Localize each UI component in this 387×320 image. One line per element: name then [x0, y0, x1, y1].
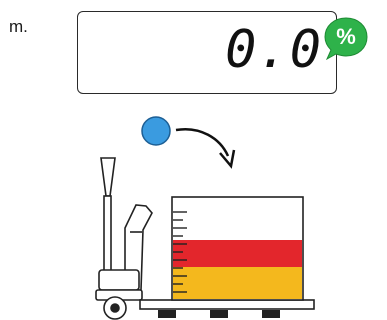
load-level-indicator-icon — [172, 197, 303, 300]
curved-arrow-icon — [176, 129, 234, 166]
blue-circle-icon — [142, 117, 170, 145]
